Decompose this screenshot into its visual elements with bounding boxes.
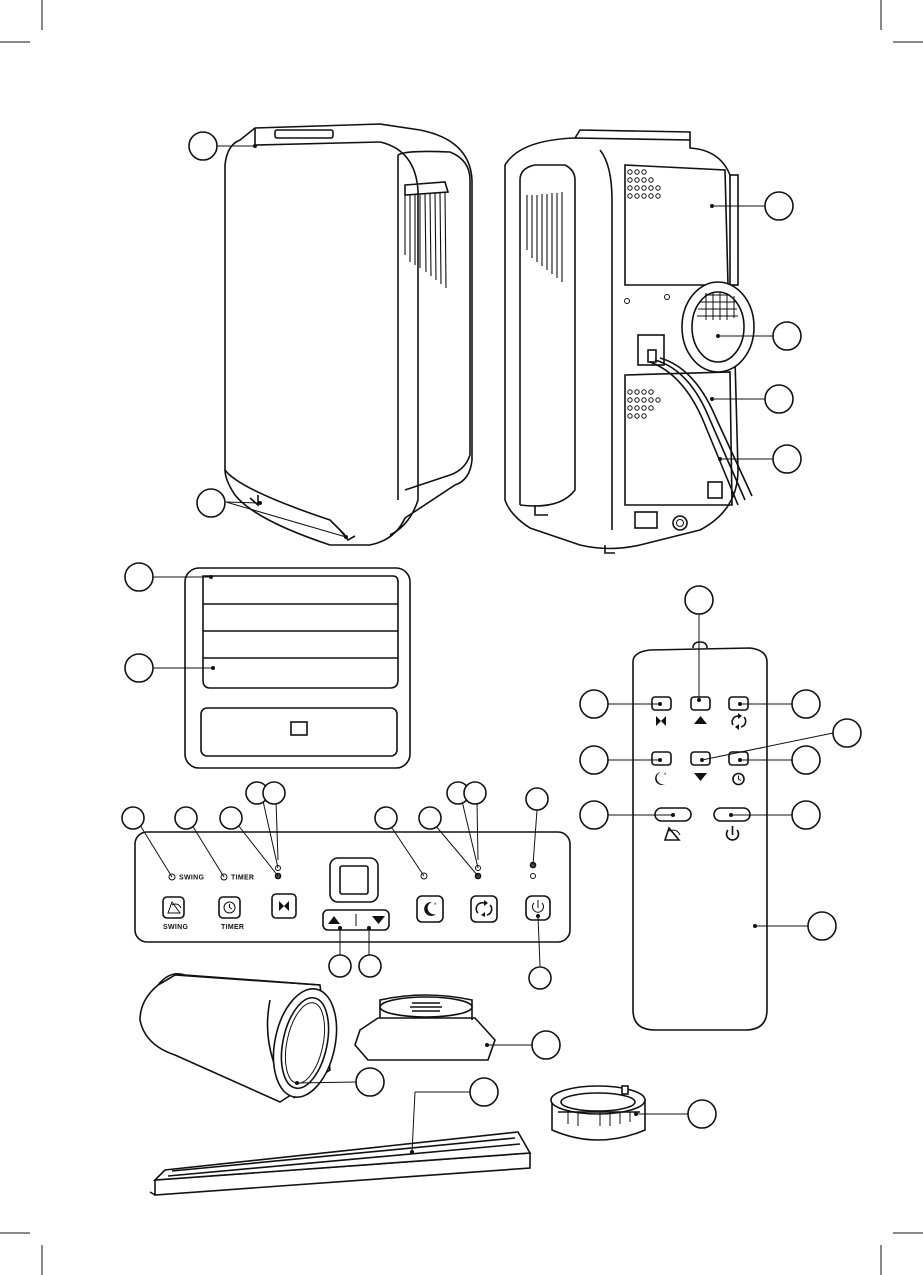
timer-button-label: TIMER xyxy=(221,924,244,931)
filter-top-view xyxy=(185,568,410,768)
window-adapter xyxy=(355,995,495,1060)
exhaust-hose xyxy=(140,974,346,1103)
sleep-button[interactable]: * xyxy=(417,896,443,922)
control-panel: SWING TIMER SWING TIMER xyxy=(135,832,570,942)
swing-button[interactable] xyxy=(163,897,184,918)
fan-speed-button[interactable] xyxy=(272,894,296,918)
display-screen xyxy=(330,858,378,902)
swing-button-label: SWING xyxy=(163,924,188,931)
timer-indicator-label: TIMER xyxy=(231,875,254,882)
unit-front-view xyxy=(225,124,472,545)
timer-button[interactable] xyxy=(219,897,240,918)
mode-button[interactable] xyxy=(471,896,497,922)
unit-rear-view xyxy=(505,130,754,553)
window-slider-kit xyxy=(150,1132,530,1195)
swing-indicator-label: SWING xyxy=(179,875,204,882)
up-down-buttons xyxy=(323,910,389,930)
hose-connector-ring xyxy=(551,1086,645,1140)
